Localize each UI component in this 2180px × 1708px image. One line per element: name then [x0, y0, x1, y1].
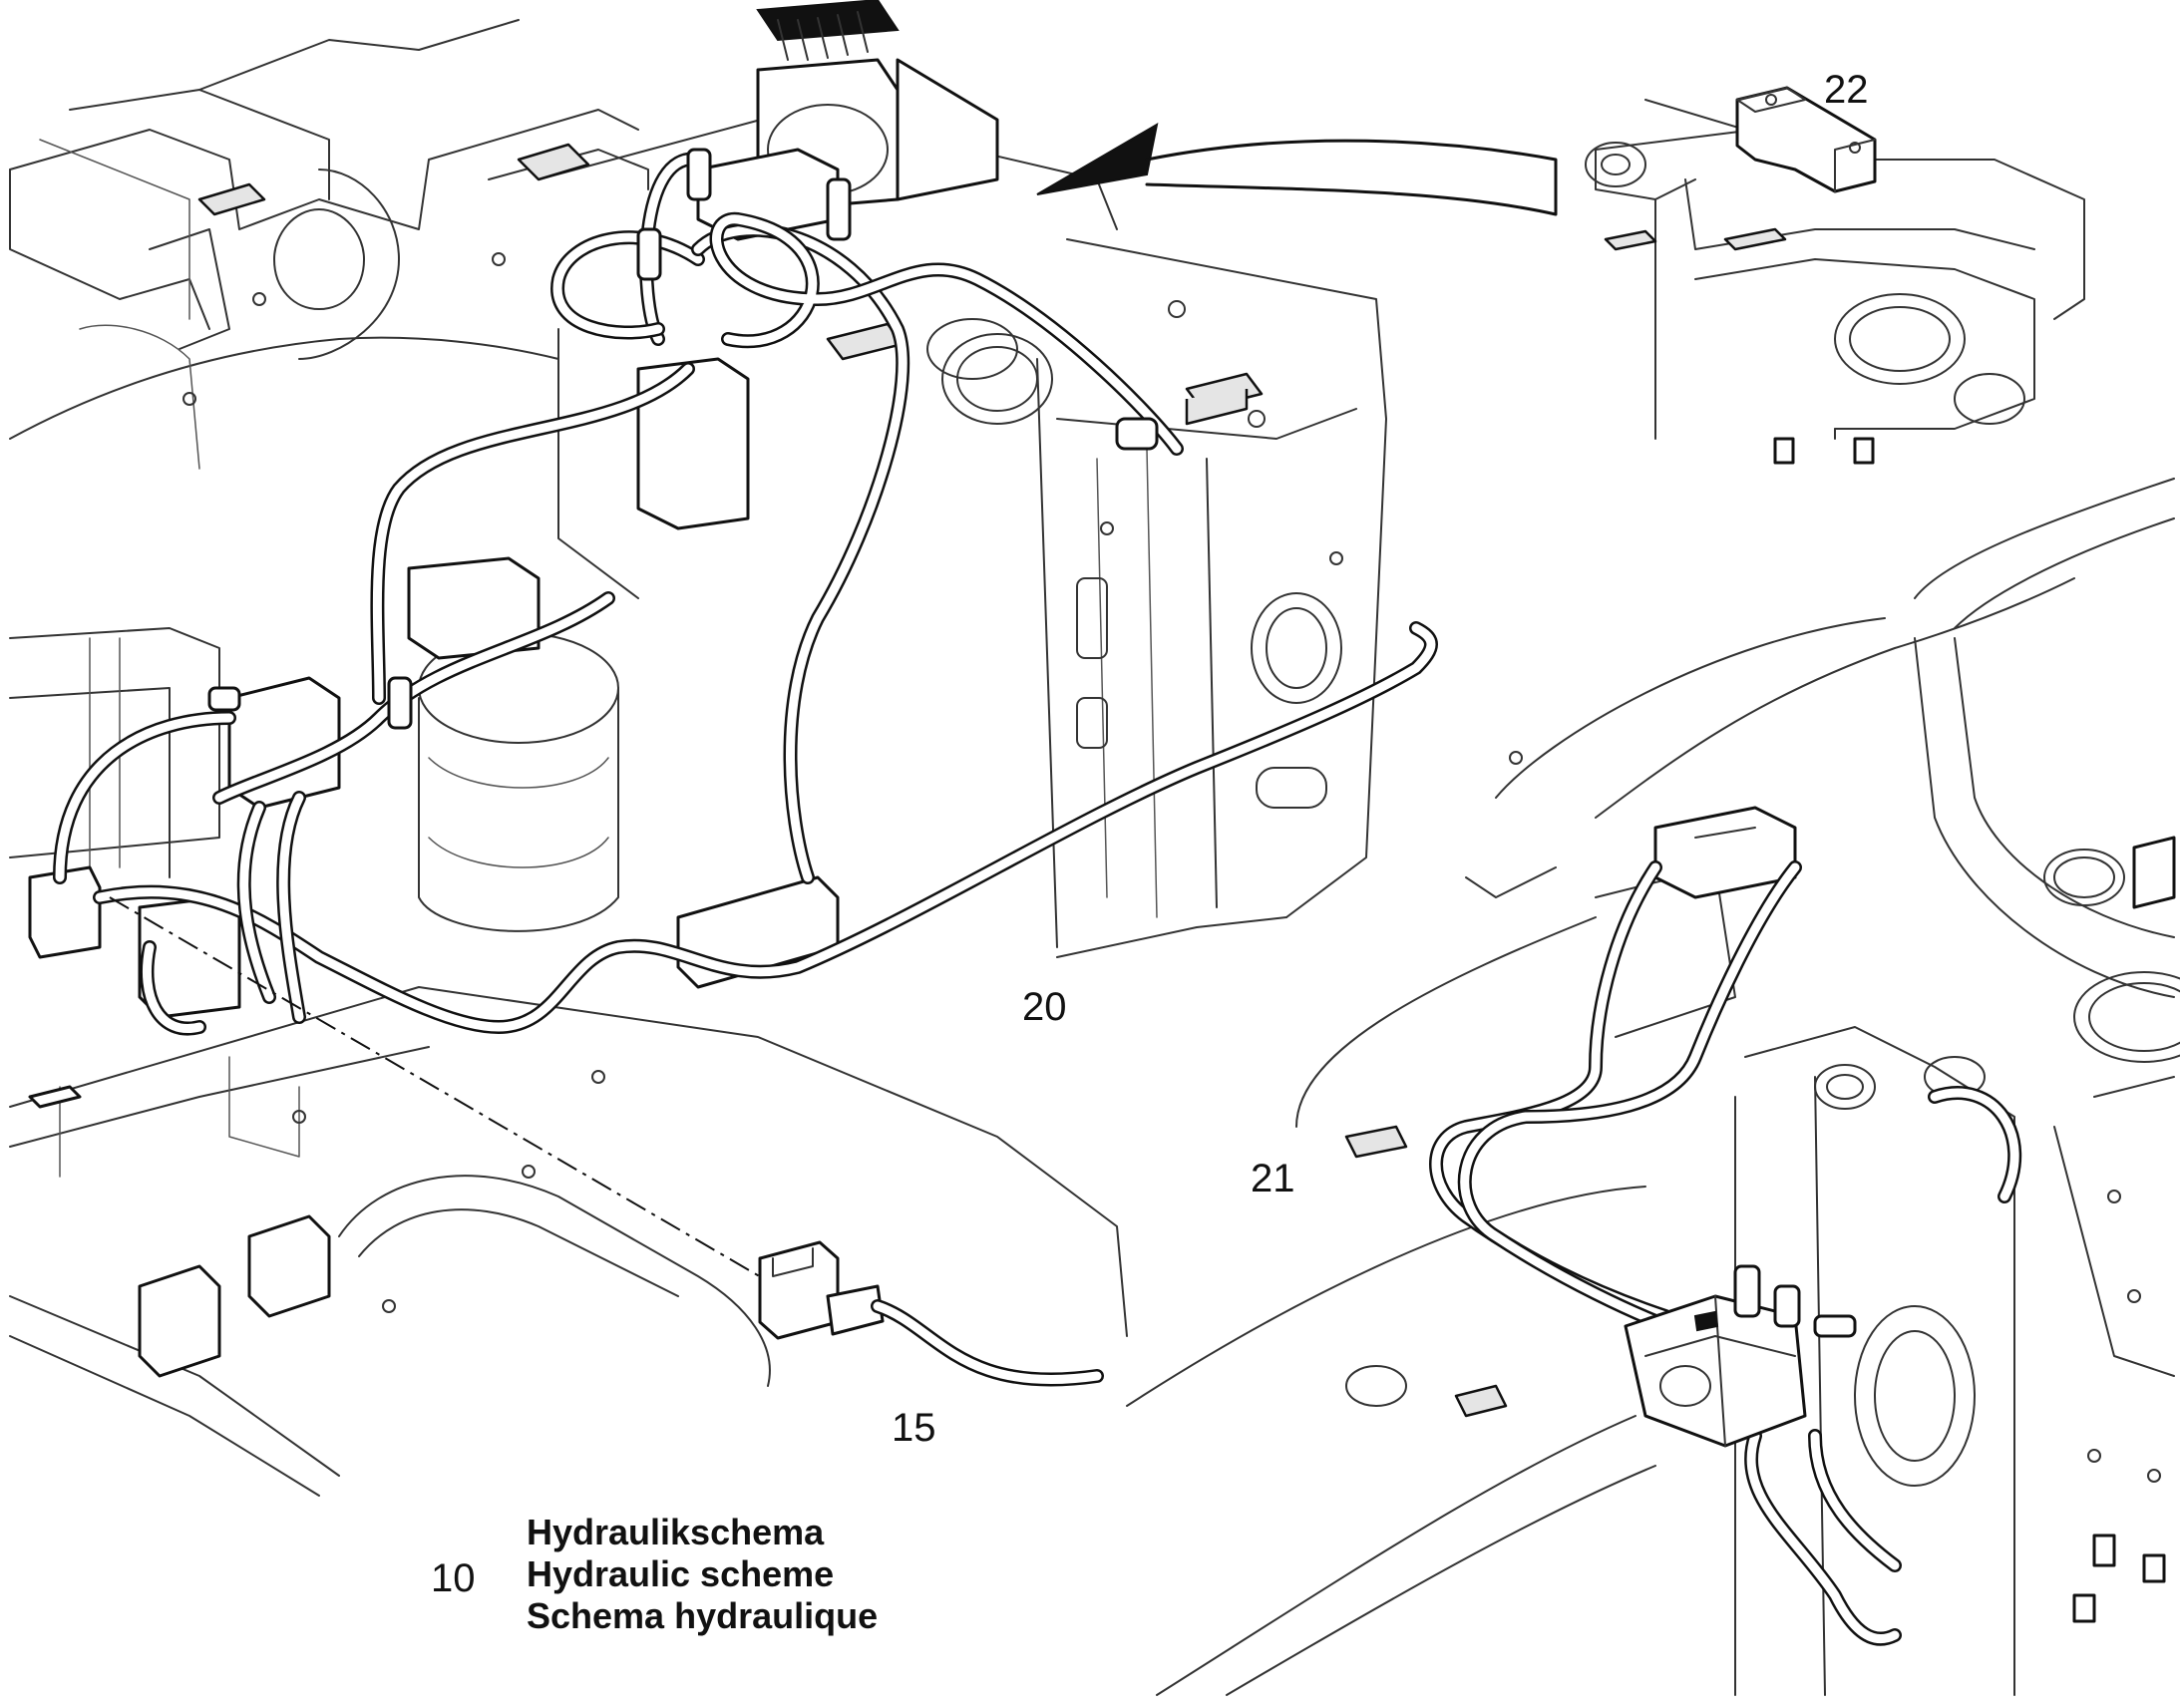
direction-arrow: [1036, 123, 1558, 216]
callout-20: 20: [1022, 985, 1067, 1029]
legend-title-german: Hydraulikschema: [527, 1512, 825, 1552]
legend-title-english: Hydraulic scheme: [527, 1553, 835, 1594]
assembly-21: [1126, 478, 2180, 1696]
legend-title-french: Schema hydraulique: [527, 1595, 879, 1636]
main-frame: [9, 0, 1387, 1497]
hose-set-20: [53, 148, 1438, 1036]
connector-15: [758, 1240, 1104, 1387]
callout-15: 15: [892, 1406, 936, 1450]
callout-21: 21: [1251, 1157, 1295, 1200]
bolt-details: [182, 252, 2161, 1483]
callout-22: 22: [1824, 68, 1869, 112]
leader-line-15: [109, 896, 769, 1282]
callout-10: 10: [431, 1556, 476, 1600]
detail-22: [1585, 86, 2085, 465]
legend-titles: Hydraulikschema Hydraulic scheme Schema …: [527, 1512, 878, 1637]
